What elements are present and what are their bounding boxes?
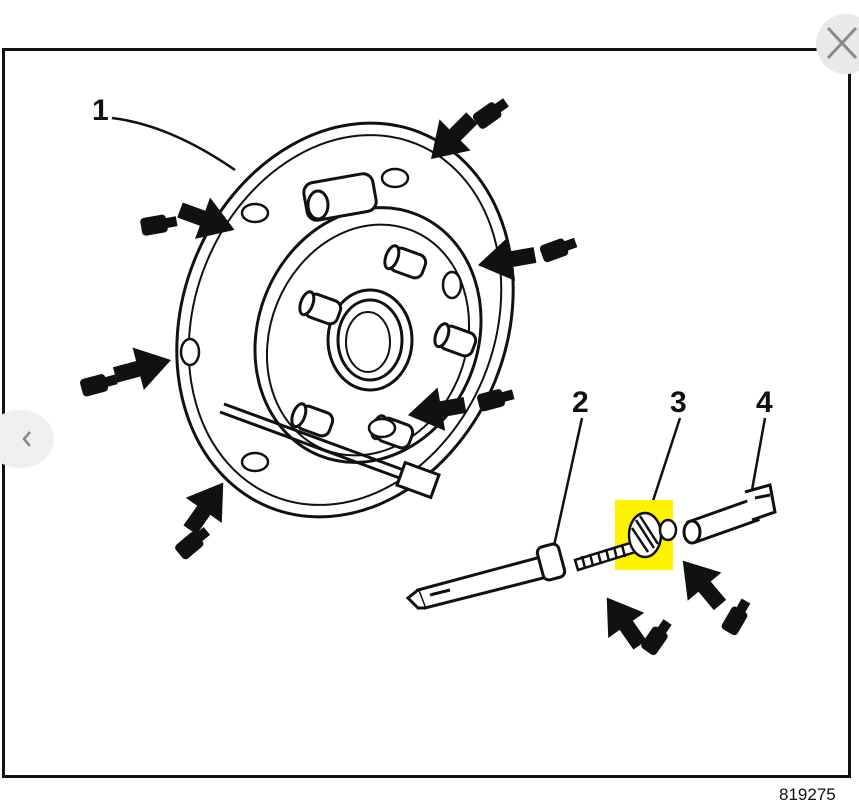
lube-point-arrows	[79, 95, 754, 658]
callout-4: 4	[756, 386, 773, 419]
callout-3: 3	[670, 386, 687, 419]
prev-image-button[interactable]	[0, 410, 54, 468]
adjuster-screw	[573, 511, 678, 572]
leader-lines	[111, 116, 767, 556]
hub	[326, 288, 414, 392]
adjuster-socket	[682, 483, 777, 545]
wheel-studs	[290, 244, 478, 450]
chevron-left-icon	[22, 431, 31, 447]
close-icon	[826, 26, 858, 60]
close-button[interactable]	[816, 14, 859, 74]
adjuster-pivot	[405, 542, 567, 610]
backing-plate	[175, 121, 515, 519]
contact-pads	[179, 167, 463, 473]
parking-brake-cable	[219, 402, 441, 500]
callout-1: 1	[92, 94, 109, 127]
figure-id: 819275	[779, 785, 836, 804]
wheel-cylinder	[302, 172, 378, 222]
callout-2: 2	[572, 386, 589, 419]
